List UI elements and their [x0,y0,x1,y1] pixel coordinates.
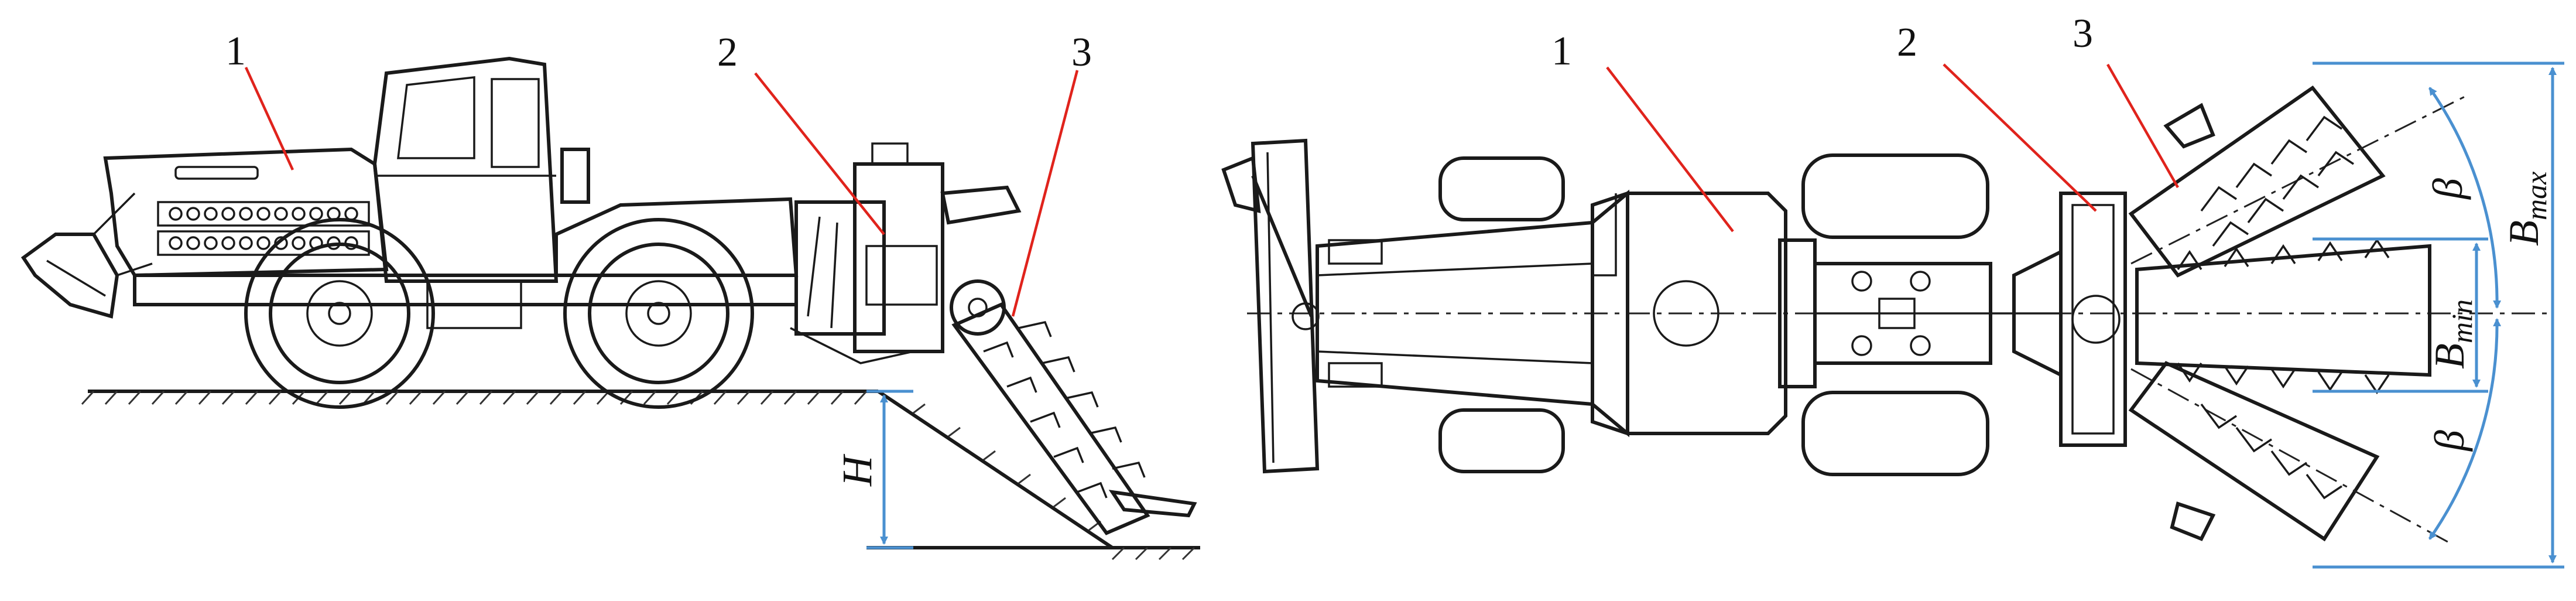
rotor-mechanism-top [2012,192,2127,447]
beta-label-lower: β [2426,430,2473,452]
label-3-top: 3 [2073,11,2093,56]
height-label: H [834,453,881,487]
leader-2-side [754,72,885,235]
trencher-arms-top [2128,85,2465,546]
label-2-side: 2 [717,30,738,75]
side-leaders [244,67,1079,317]
leader-1-side [244,67,294,170]
trencher-arm-upper [2128,85,2465,278]
bmax-dimension [2313,62,2564,569]
ground-line [81,390,878,405]
label-1-top: 1 [1551,29,1572,74]
trencher-arm-side [950,279,1197,535]
rotor-mechanism-side [790,142,1022,364]
label-3-side: 3 [1071,30,1092,75]
ditch-slope [866,390,1200,561]
front-wheel [244,218,435,409]
blade-top [1221,138,1320,474]
label-2-top: 2 [1897,20,1917,65]
bmin-label: Bmin [2426,299,2478,369]
tractor-side [20,56,799,409]
side-view: 1 2 3 H [20,29,1200,561]
rear-wheel [563,218,754,409]
height-dimension [866,390,913,549]
leader-2-top [1943,63,2097,212]
leader-3-top [2106,63,2179,189]
label-1-side: 1 [225,29,246,74]
beta-arcs [2428,87,2502,540]
leader-3-side [1011,70,1079,317]
leader-1-top [1606,66,1734,233]
beta-label-upper: β [2424,178,2471,200]
top-view: 1 2 3 Bmax Bmin β β [1221,11,2564,569]
bmax-label: Bmax [2500,172,2553,246]
top-leaders [1606,63,2179,233]
trencher-arm-lower [2128,361,2454,546]
tractor-top [1316,153,2061,476]
